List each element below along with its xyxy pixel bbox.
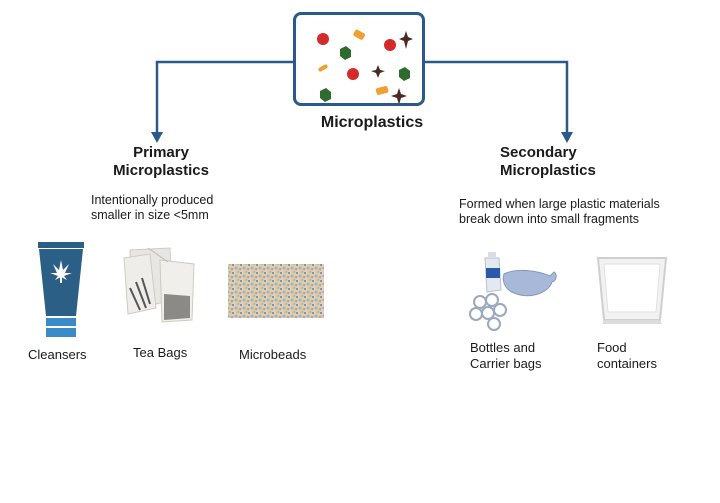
food-label-line1: Food [597, 340, 627, 355]
connector-left [155, 60, 293, 134]
tea-bags-icon [123, 247, 195, 323]
primary-title-line1: Primary [133, 144, 189, 161]
food-label-line2: containers [597, 356, 657, 371]
primary-title-line2: Microplastics [113, 162, 209, 179]
secondary-title-line1: Secondary [500, 144, 577, 161]
secondary-desc-line1: Formed when large plastic materials [459, 197, 660, 211]
microplastic-particles-icon [317, 29, 413, 105]
primary-title: Primary Microplastics [95, 144, 227, 180]
connector-right [425, 60, 569, 134]
arrowhead-left [151, 132, 163, 143]
microplastics-box [293, 12, 425, 106]
microbeads-label: Microbeads [239, 347, 307, 362]
bottles-label-line1: Bottles and [470, 340, 536, 355]
microbeads-icon [228, 264, 324, 318]
bottles-label-line2: Carrier bags [470, 356, 542, 371]
bottles-bags-icon [469, 252, 557, 331]
secondary-title: Secondary Microplastics [500, 144, 635, 180]
primary-desc-line1: Intentionally produced [91, 193, 214, 207]
primary-desc-line2: smaller in size <5mm [91, 208, 209, 222]
food-containers-label: Food containers [597, 340, 657, 372]
cleansers-label: Cleansers [28, 347, 87, 362]
microplastics-title: Microplastics [320, 114, 424, 131]
primary-description: Intentionally produced smaller in size <… [91, 193, 213, 223]
tea-bags-label: Tea Bags [133, 345, 188, 360]
cleanser-tube-icon [38, 242, 84, 337]
secondary-desc-line2: break down into small fragments [459, 212, 639, 226]
secondary-title-line2: Microplastics [500, 162, 596, 179]
bottles-bags-label: Bottles and Carrier bags [470, 340, 542, 372]
arrowhead-right [561, 132, 573, 143]
food-container-icon [596, 257, 668, 324]
secondary-description: Formed when large plastic materials brea… [459, 197, 660, 227]
